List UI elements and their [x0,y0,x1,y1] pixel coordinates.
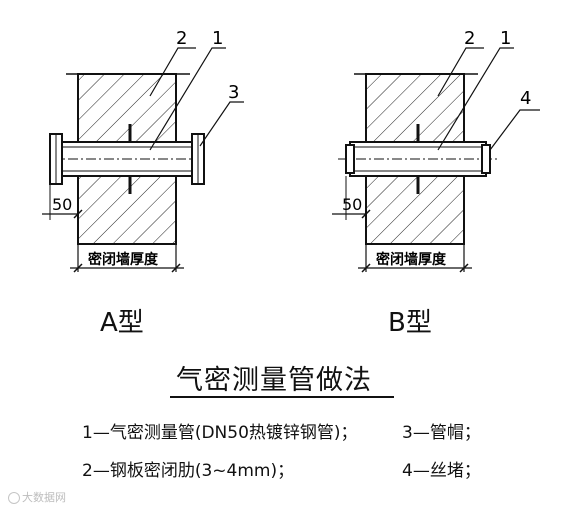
title-underline [170,396,394,398]
dim-a-tick [73,209,83,219]
wall-thickness-label-b: 密闭墙厚度 [375,251,447,268]
legend-item-2: 2—钢板密闭肋(3~4mm)； [82,461,295,481]
thk-b-tick-left [361,263,371,273]
leader-a-2 [149,47,196,97]
callout-b-2: 2 [464,28,475,49]
leader-a-1 [149,47,226,151]
callout-b-1: 1 [500,28,511,49]
thk-a-tick-left [73,263,83,273]
leader-b-4 [489,109,540,151]
type-label-a: A型 [100,308,144,338]
callout-a-2: 2 [176,28,187,49]
callout-a-1: 1 [212,28,223,49]
diagram-title: 气密测量管做法 [176,365,372,396]
dimension-b-50: 50 [342,195,362,214]
legend-item-1: 1—气密测量管(DN50热镀锌钢管)； [82,423,358,443]
detail-b: 2 1 4 50 密闭墙厚度 [332,28,540,273]
leader-a-3 [199,101,244,147]
leader-b-1 [437,47,514,151]
watermark: 大数据网 [8,489,66,505]
plug-b-right [481,144,491,174]
wall-thickness-label-a: 密闭墙厚度 [87,251,159,268]
thk-b-tick-right [459,263,469,273]
plug-b-left [345,144,355,174]
dim-b-tick [361,209,371,219]
legend-item-3: 3—管帽； [402,423,481,443]
leader-b-2 [437,47,484,97]
watermark-text: 大数据网 [22,491,66,504]
legend-item-4: 4—丝堵； [402,461,481,481]
callout-a-3: 3 [228,82,239,103]
callout-b-4: 4 [520,88,531,109]
dimension-a-50: 50 [52,195,72,214]
detail-a: 2 1 3 50 密闭墙厚度 [42,28,244,273]
watermark-logo-icon [8,492,20,504]
type-label-b: B型 [388,308,432,338]
thk-a-tick-right [171,263,181,273]
